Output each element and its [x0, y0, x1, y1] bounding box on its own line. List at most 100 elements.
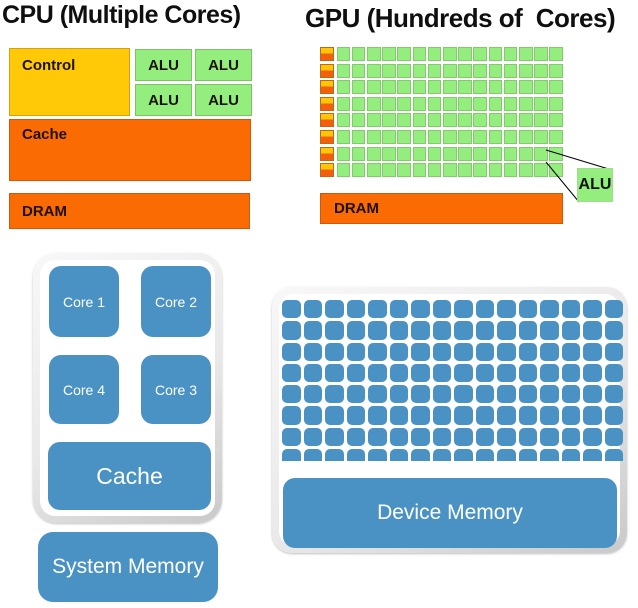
gpu-core-square	[346, 385, 365, 404]
gpu-alu-cell	[412, 113, 427, 128]
gpu-alu-cell	[336, 113, 351, 128]
gpu-alu-cell	[412, 80, 427, 95]
gpu-alu-cell	[351, 113, 366, 128]
gpu-alu-cell	[503, 129, 518, 144]
gpu-chip-core-grid	[282, 300, 623, 461]
gpu-alu-cell	[382, 113, 396, 128]
gpu-alu-cell	[351, 47, 366, 61]
gpu-core-square	[475, 385, 494, 404]
gpu-core-row	[320, 129, 564, 144]
gpu-core-square	[432, 342, 451, 361]
gpu-alu-cell	[412, 129, 427, 144]
gpu-core-square	[604, 342, 623, 361]
gpu-alu-cell	[397, 113, 412, 128]
gpu-alu-cell	[351, 163, 366, 178]
gpu-core-square	[325, 321, 344, 340]
gpu-core-square	[303, 427, 322, 447]
gpu-alu-cell	[397, 129, 412, 144]
cpu-alu-block-4: ALU	[195, 84, 252, 116]
cpu-alu-block-1: ALU	[135, 49, 192, 81]
cpu-core-1-block: Core 1	[49, 266, 119, 337]
gpu-alu-cell	[549, 146, 564, 161]
gpu-core-square	[475, 321, 494, 340]
gpu-core-square	[368, 449, 387, 461]
gpu-alu-cell	[382, 96, 396, 111]
gpu-core-row	[320, 163, 564, 178]
gpu-core-square	[411, 406, 430, 425]
gpu-alu-cell	[488, 80, 503, 95]
gpu-core-square	[518, 385, 537, 404]
gpu-core-square	[454, 427, 473, 447]
gpu-core-row	[320, 146, 564, 161]
gpu-alu-cell	[519, 96, 533, 111]
cpu-cache-label: Cache	[22, 126, 68, 143]
gpu-core-square	[475, 427, 494, 447]
gpu-core-square	[346, 427, 365, 447]
gpu-alu-cell	[503, 113, 518, 128]
gpu-core-square	[540, 321, 559, 340]
gpu-alu-cell	[336, 129, 351, 144]
gpu-core-square	[346, 321, 365, 340]
gpu-core-square	[282, 449, 301, 461]
gpu-alu-cell	[397, 80, 412, 95]
gpu-core-square	[389, 385, 408, 404]
gpu-alu-cell	[488, 96, 503, 111]
gpu-core-square	[282, 427, 301, 447]
gpu-alu-cell	[367, 113, 381, 128]
gpu-core-square	[432, 300, 451, 319]
gpu-alu-cell	[549, 80, 564, 95]
gpu-alu-cell	[412, 96, 427, 111]
gpu-core-square	[475, 300, 494, 319]
gpu-core-square	[561, 385, 580, 404]
gpu-core-square	[497, 363, 516, 383]
gpu-core-square	[497, 342, 516, 361]
gpu-core-square	[475, 342, 494, 361]
gpu-control-cache-cell	[320, 129, 334, 144]
gpu-core-square	[497, 321, 516, 340]
gpu-alu-cell	[503, 47, 518, 61]
gpu-control-cache-cell	[320, 146, 334, 161]
gpu-alu-cell	[427, 146, 442, 161]
gpu-core-row	[320, 80, 564, 95]
system-memory-label: System Memory	[52, 555, 204, 578]
gpu-core-square	[325, 406, 344, 425]
gpu-alu-cell	[443, 47, 457, 61]
gpu-core-square	[583, 342, 602, 361]
gpu-core-square	[325, 300, 344, 319]
gpu-core-square	[411, 427, 430, 447]
gpu-alu-cell	[397, 146, 412, 161]
gpu-alu-callout-block: ALU	[577, 168, 613, 202]
gpu-core-square	[497, 406, 516, 425]
gpu-core-square	[561, 406, 580, 425]
gpu-core-square	[368, 385, 387, 404]
gpu-core-square	[368, 342, 387, 361]
gpu-alu-cell	[473, 80, 488, 95]
gpu-core-square	[389, 427, 408, 447]
gpu-alu-cell	[382, 63, 396, 78]
gpu-alu-cell	[427, 113, 442, 128]
gpu-alu-cell	[382, 129, 396, 144]
gpu-core-row	[320, 113, 564, 128]
gpu-core-row	[320, 47, 564, 61]
gpu-control-cache-cell	[320, 80, 334, 95]
gpu-alu-cell	[458, 163, 472, 178]
gpu-core-square	[282, 300, 301, 319]
gpu-core-row	[320, 63, 564, 78]
gpu-core-square	[432, 427, 451, 447]
gpu-core-square	[282, 321, 301, 340]
gpu-core-square	[454, 342, 473, 361]
gpu-alu-cell	[443, 96, 457, 111]
gpu-alu-cell	[534, 96, 548, 111]
gpu-alu-cell	[503, 80, 518, 95]
cpu-alu-block-2: ALU	[195, 49, 252, 81]
gpu-alu-cell	[549, 113, 564, 128]
cpu-core-2-label: Core 2	[154, 293, 198, 310]
gpu-alu-cell	[351, 96, 366, 111]
gpu-alu-cell	[534, 80, 548, 95]
gpu-alu-cell	[336, 146, 351, 161]
gpu-core-square	[389, 321, 408, 340]
cpu-chip-cache-block: Cache	[48, 442, 211, 510]
gpu-alu-cell	[503, 146, 518, 161]
device-memory-block: Device Memory	[283, 478, 617, 548]
